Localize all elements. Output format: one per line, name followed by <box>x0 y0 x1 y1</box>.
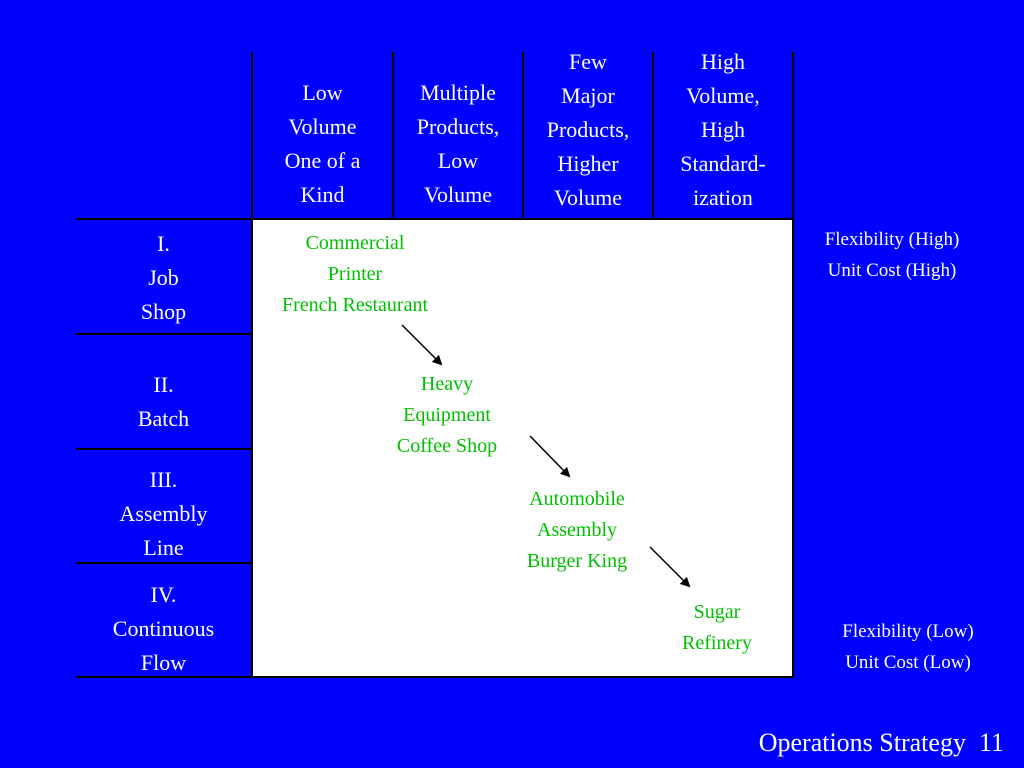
grid-line <box>76 562 252 564</box>
row-header-continuous-flow: IV. Continuous Flow <box>112 582 215 675</box>
grid-line <box>76 448 252 450</box>
footer-title: Operations Strategy <box>758 728 966 757</box>
grid-line <box>792 52 794 677</box>
grid-line <box>76 218 794 220</box>
column-header-multiple-products: Multiple Products, Low Volume <box>416 80 500 207</box>
example-commercial-printer: Commercial Printer French Restaurant <box>281 232 429 316</box>
grid-line <box>652 52 654 219</box>
grid-line <box>76 333 252 335</box>
grid-line <box>392 52 394 219</box>
column-header-high-volume: High Volume, High Standard- ization <box>680 49 766 210</box>
arrow-2 <box>529 435 571 478</box>
flexibility-low-label: Flexibility (Low) Unit Cost (Low) <box>842 621 974 673</box>
flexibility-high-label: Flexibility (High) Unit Cost (High) <box>824 229 960 281</box>
process-matrix <box>252 219 793 676</box>
row-header-batch: II. Batch <box>137 372 190 431</box>
grid-line <box>76 676 794 678</box>
grid-line <box>522 52 524 219</box>
column-header-few-major-products: Few Major Products, Higher Volume <box>546 49 630 210</box>
example-automobile-assembly: Automobile Assembly Burger King <box>526 488 628 572</box>
page-number: 11 <box>978 728 1004 757</box>
arrow-1 <box>401 324 443 366</box>
column-header-low-volume: Low Volume One of a Kind <box>284 80 361 207</box>
arrow-3 <box>649 546 691 588</box>
example-sugar-refinery: Sugar Refinery <box>682 601 752 654</box>
row-header-job-shop: I. Job Shop <box>140 231 187 324</box>
row-header-assembly-line: III. Assembly Line <box>119 467 208 560</box>
slide-footer: Operations Strategy 11 <box>759 726 1004 760</box>
grid-line <box>251 52 253 677</box>
example-heavy-equipment: Heavy Equipment Coffee Shop <box>396 373 498 457</box>
